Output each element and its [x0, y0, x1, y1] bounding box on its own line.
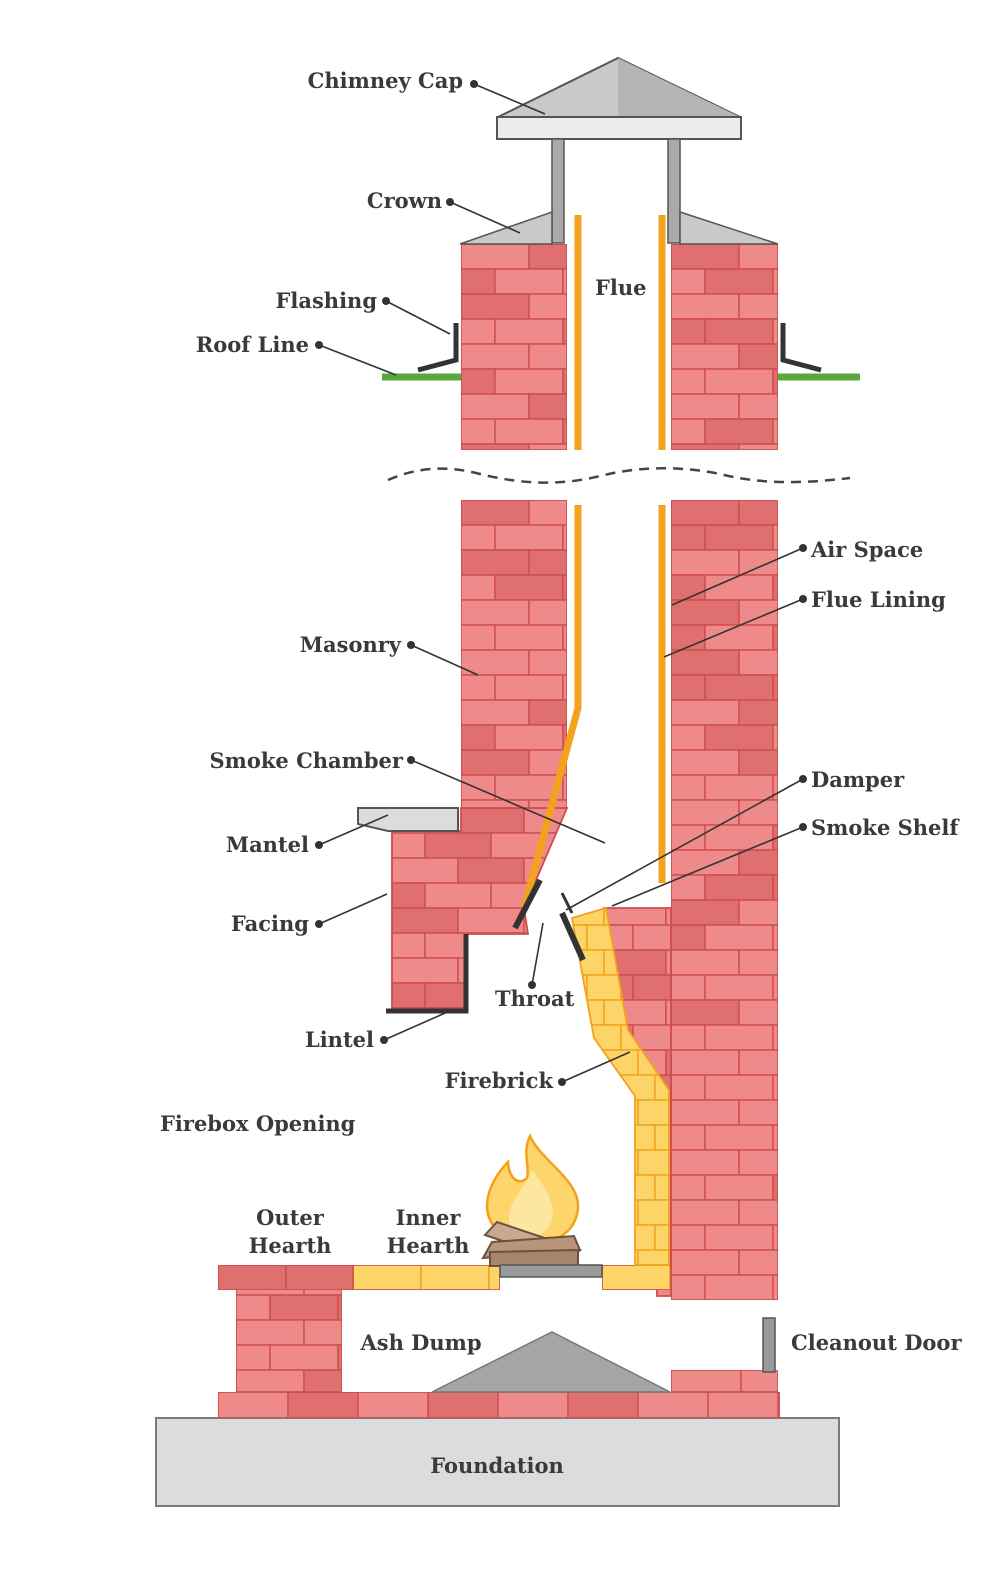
label-facing: Facing	[231, 911, 309, 936]
lintel-steel	[386, 934, 469, 1014]
break-line	[387, 467, 851, 484]
log-icon	[481, 1220, 582, 1267]
chimney-cap-shape	[496, 56, 742, 244]
label-smoke-chamber: Smoke Chamber	[209, 748, 403, 773]
damper-arm	[560, 892, 574, 914]
bottom-brick-course	[218, 1392, 780, 1418]
flashing-right	[780, 323, 822, 373]
label-foundation: Foundation	[430, 1453, 564, 1478]
right-masonry-column	[671, 500, 778, 1300]
label-chimney-cap: Chimney Cap	[308, 68, 463, 93]
label-inner-hearth-line2: Hearth	[387, 1233, 470, 1258]
brick-masonry	[218, 244, 780, 1418]
ash-pile	[431, 1331, 671, 1393]
upper-right-masonry	[671, 244, 778, 450]
label-damper: Damper	[811, 767, 905, 792]
flue-lining-lower-left	[520, 505, 582, 909]
label-inner-hearth-line1: Inner	[396, 1205, 462, 1230]
label-flue-lining: Flue Lining	[811, 587, 946, 612]
leader-lines	[318, 83, 804, 1083]
label-cleanout-door: Cleanout Door	[791, 1330, 962, 1355]
label-masonry: Masonry	[300, 632, 402, 657]
upper-left-masonry	[461, 244, 567, 450]
outer-hearth-slab	[218, 1265, 353, 1290]
label-flue: Flue	[595, 275, 647, 300]
label-firebrick: Firebrick	[445, 1068, 554, 1093]
label-air-space: Air Space	[810, 537, 923, 562]
crown-shape	[459, 210, 779, 245]
fire-flame-icon	[485, 1132, 580, 1245]
inner-hearth-left	[353, 1265, 500, 1290]
grate	[499, 1264, 603, 1278]
damper-plate	[559, 911, 586, 962]
label-flashing: Flashing	[275, 288, 377, 313]
outer-hearth-base	[236, 1270, 342, 1392]
label-throat: Throat	[495, 986, 575, 1011]
label-ash-dump: Ash Dump	[359, 1330, 481, 1355]
leader-dots	[315, 80, 807, 1086]
label-firebox-opening: Firebox Opening	[160, 1111, 356, 1136]
throat-plate	[512, 878, 543, 930]
label-outer-hearth-line1: Outer	[256, 1205, 325, 1230]
label-roof-line: Roof Line	[196, 332, 309, 357]
label-lintel: Lintel	[305, 1027, 374, 1052]
cleanout-brick	[671, 1370, 778, 1392]
lower-left-masonry	[461, 500, 567, 810]
mantel-shelf	[357, 807, 459, 832]
label-crown: Crown	[367, 188, 442, 213]
cleanout-door	[762, 1317, 776, 1373]
label-mantel: Mantel	[226, 832, 309, 857]
flashing-left	[417, 323, 459, 373]
label-smoke-shelf: Smoke Shelf	[811, 815, 960, 840]
foundation-slab	[155, 1417, 840, 1507]
inner-hearth-right	[602, 1265, 671, 1290]
label-outer-hearth-line2: Hearth	[249, 1233, 332, 1258]
